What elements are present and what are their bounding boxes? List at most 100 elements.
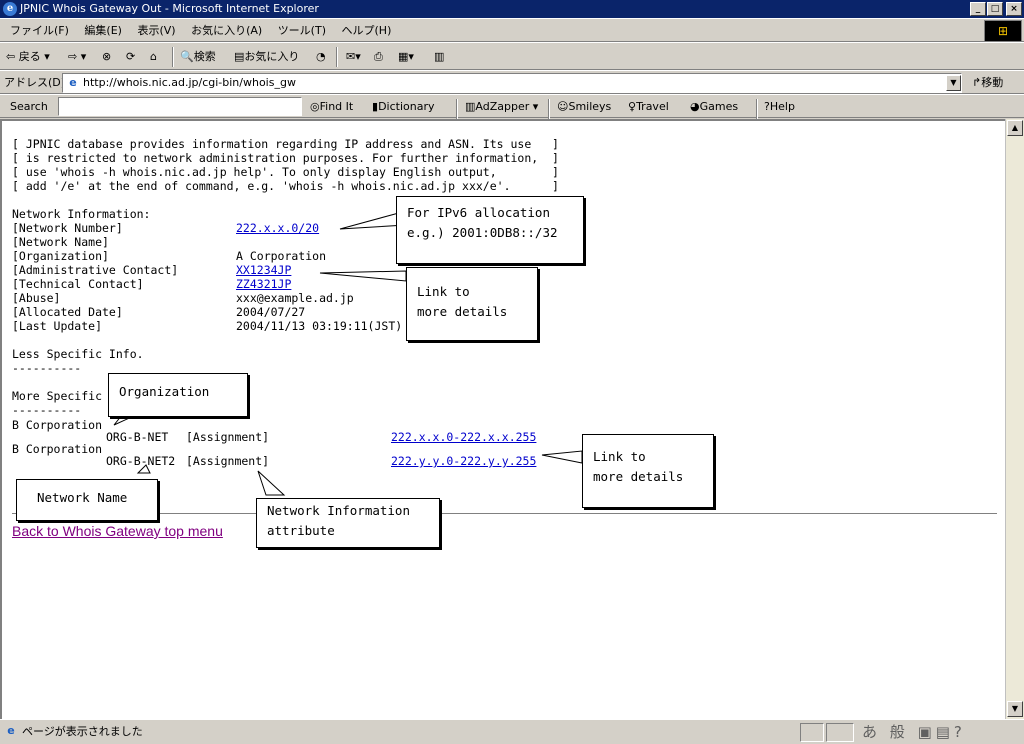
home-icon[interactable]: ⌂ (150, 50, 157, 63)
divider-dashes: ---------- (12, 403, 82, 417)
standard-toolbar: ⇦ 戻る ▾ ⇨ ▾ ⊗ ⟳ ⌂ 🔍検索 ▤お気に入り ◔ ✉▾ ⎙ ▦▾ ▥ (0, 42, 1024, 70)
menu-help[interactable]: ヘルプ(H) (341, 24, 392, 37)
back-button[interactable]: ⇦ 戻る ▾ (6, 50, 50, 63)
favorites-icon: ▤ (234, 50, 245, 63)
maximize-button[interactable]: □ (987, 2, 1003, 16)
field-label: [Network Number] (12, 221, 123, 235)
address-input[interactable]: e http://whois.nic.ad.jp/cgi-bin/whois_g… (62, 73, 962, 93)
last-update-value: 2004/11/13 03:19:11(JST) (236, 319, 403, 333)
address-url: http://whois.nic.ad.jp/cgi-bin/whois_gw (83, 76, 296, 89)
print-icon[interactable]: ⎙ (374, 50, 383, 63)
smiley-icon: ☺ (557, 100, 569, 113)
menu-view[interactable]: 表示(V) (137, 24, 176, 37)
assignment-org: B Corporation (12, 418, 103, 432)
travel-pin-icon: ♀ (628, 100, 637, 113)
games-button[interactable]: ◕Games (690, 100, 739, 113)
menu-edit[interactable]: 編集(E) (84, 24, 122, 37)
refresh-icon[interactable]: ⟳ (126, 50, 136, 63)
callout-pointer (319, 270, 407, 282)
assignment-attr: [Assignment] (186, 454, 270, 468)
tech-contact-link[interactable]: ZZ4321JP (236, 277, 292, 291)
callout-pointer (541, 450, 583, 464)
scroll-down-icon[interactable]: ▼ (1007, 701, 1023, 717)
search-toolbar: Search ◎Find It ▮Dictionary ▥AdZapper ▾ … (0, 94, 1024, 119)
status-pane (826, 723, 854, 742)
smileys-button[interactable]: ☺Smileys (557, 100, 612, 113)
callout-organization: Organization (108, 373, 248, 417)
find-it-icon: ◎ (310, 100, 320, 113)
field-label: [Technical Contact] (12, 277, 144, 291)
less-specific-heading: Less Specific Info. (12, 347, 144, 361)
callout-pointer (257, 470, 286, 496)
assignment-netname: ORG-B-NET (106, 430, 169, 444)
title-bar: e JPNIC Whois Gateway Out - Microsoft In… (0, 0, 1024, 18)
menu-tools[interactable]: ツール(T) (277, 24, 326, 37)
address-bar: アドレス(D) e http://whois.nic.ad.jp/cgi-bin… (0, 70, 1024, 94)
assignment-netname: ORG-B-NET2 (106, 454, 176, 468)
ime-toolbar[interactable]: あ 般 ▣▤? (856, 720, 1024, 744)
notice-line: [ use 'whois -h whois.nic.ad.jp help'. T… (12, 165, 559, 179)
toolbar-separator (172, 47, 174, 67)
magnifier-icon: 🔍 (180, 50, 194, 63)
menu-file[interactable]: ファイル(F) (10, 24, 69, 37)
dictionary-button[interactable]: ▮Dictionary (372, 100, 435, 113)
network-info-heading: Network Information: (12, 207, 151, 221)
trash-icon: ▥ (465, 100, 476, 113)
field-label: [Allocated Date] (12, 305, 123, 319)
minimize-button[interactable]: _ (970, 2, 986, 16)
adzapper-button[interactable]: ▥AdZapper ▾ (465, 100, 539, 113)
callout-attribute: Network Information attribute (256, 498, 440, 548)
field-label: [Network Name] (12, 235, 109, 249)
admin-contact-link[interactable]: XX1234JP (236, 263, 292, 277)
field-label: [Administrative Contact] (12, 263, 179, 277)
callout-network-name: Network Name (16, 479, 158, 521)
go-button[interactable]: ↱移動 (972, 76, 1004, 89)
search-button[interactable]: 🔍検索 (180, 50, 216, 63)
help-icon: ? (764, 100, 770, 113)
address-dropdown-icon[interactable]: ▼ (946, 75, 961, 91)
close-button[interactable]: × (1006, 2, 1022, 16)
status-pane (800, 723, 824, 742)
favorites-button[interactable]: ▤お気に入り (234, 50, 300, 63)
games-icon: ◕ (690, 100, 700, 113)
divider-dashes: ---------- (12, 361, 82, 375)
organization-value: A Corporation (236, 249, 327, 263)
notice-line: [ is restricted to network administratio… (12, 151, 559, 165)
discuss-icon[interactable]: ▥ (434, 50, 445, 63)
edit-icon[interactable]: ▦▾ (398, 50, 414, 63)
page-loaded-icon: e (7, 724, 15, 737)
status-bar: e ページが表示されました あ 般 ▣▤? (0, 719, 1024, 744)
page-icon: e (69, 76, 77, 89)
mail-icon[interactable]: ✉▾ (346, 50, 361, 63)
back-to-top-menu-link[interactable]: Back to Whois Gateway top menu (12, 523, 223, 539)
toolbar-separator (756, 99, 758, 119)
history-icon[interactable]: ◔ (316, 50, 326, 63)
page-content: [ JPNIC database provides information re… (0, 119, 1005, 719)
menu-favorites[interactable]: お気に入り(A) (191, 24, 263, 37)
find-it-button[interactable]: ◎Find It (310, 100, 354, 113)
more-specific-heading: More Specific (12, 389, 103, 403)
stop-icon[interactable]: ⊗ (102, 50, 112, 63)
travel-button[interactable]: ♀Travel (628, 100, 669, 113)
search-input[interactable] (58, 97, 302, 116)
back-arrow-icon: ⇦ (6, 50, 16, 63)
forward-button[interactable]: ⇨ ▾ (68, 50, 87, 63)
forward-arrow-icon: ⇨ (68, 50, 78, 63)
assignment-range-link[interactable]: 222.x.x.0-222.x.x.255 (391, 430, 537, 444)
assignment-attr: [Assignment] (186, 430, 270, 444)
vertical-scrollbar[interactable]: ▲ ▼ (1005, 119, 1024, 719)
windows-logo-icon: ⊞ (984, 20, 1022, 42)
network-number-link[interactable]: 222.x.x.0/20 (236, 221, 320, 235)
assignment-org: B Corporation (12, 442, 103, 456)
assignment-range-link[interactable]: 222.y.y.0-222.y.y.255 (391, 454, 537, 468)
toolbar-separator (336, 47, 338, 67)
toolbar-separator (456, 99, 458, 119)
help-button[interactable]: ?Help (764, 100, 795, 113)
allocated-date-value: 2004/07/27 (236, 305, 306, 319)
dictionary-icon: ▮ (372, 100, 379, 113)
abuse-value: xxx@example.ad.jp (236, 291, 354, 305)
scroll-up-icon[interactable]: ▲ (1007, 120, 1023, 136)
notice-line: [ JPNIC database provides information re… (12, 137, 559, 151)
go-arrow-icon: ↱ (972, 76, 982, 89)
